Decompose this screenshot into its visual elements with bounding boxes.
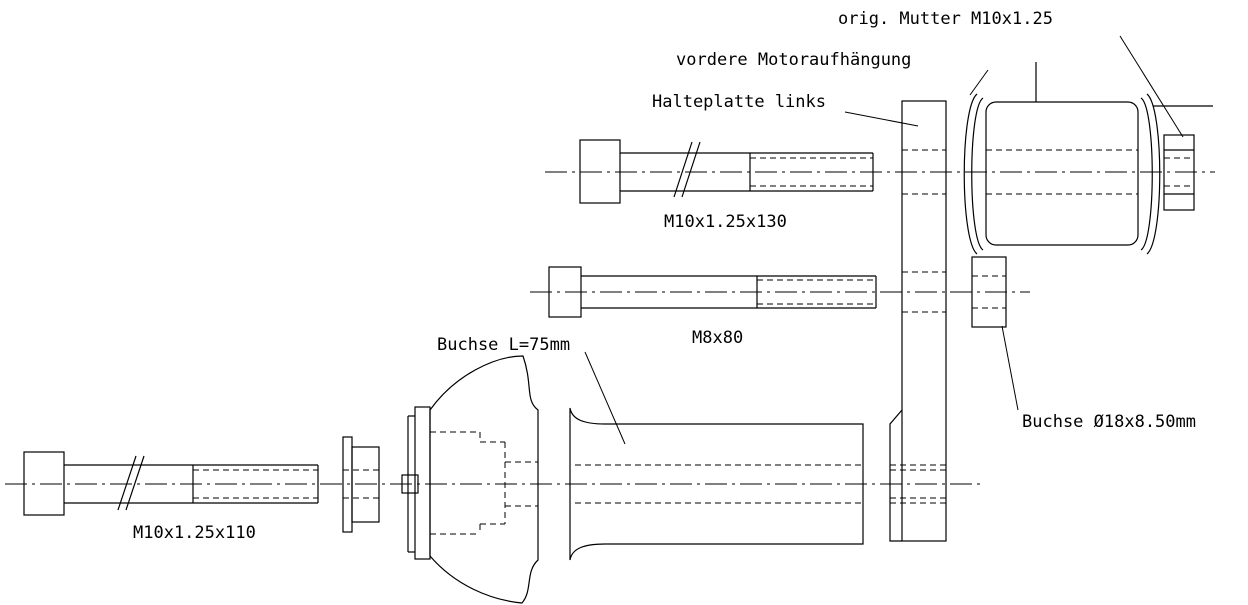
label-front-mount: vordere Motoraufhängung: [676, 50, 911, 70]
label-bushing-d18: Buchse Ø18x8.50mm: [1022, 412, 1196, 432]
original-nut: [1163, 134, 1195, 211]
bolt-m10x110: [23, 451, 319, 516]
mounting-plate-left: [889, 100, 947, 542]
label-mounting-plate: Halteplatte links: [652, 92, 826, 112]
label-bolt-m8x80: M8x80: [692, 328, 743, 348]
labels: orig. Mutter M10x1.25 vordere Motoraufhä…: [133, 9, 1196, 543]
front-engine-mount: [963, 62, 1213, 255]
flanged-bushing: [342, 436, 380, 533]
label-bolt-m10x110: M10x1.25x110: [133, 523, 256, 543]
label-nut: orig. Mutter M10x1.25: [838, 9, 1053, 29]
centerlines: [5, 171, 1215, 485]
label-bushing-75mm: Buchse L=75mm: [437, 335, 570, 355]
bolt-m10x130: [579, 139, 874, 204]
rubber-mount: [401, 355, 539, 604]
leader-lines: [584, 35, 1184, 445]
bushing-75mm: [569, 407, 864, 561]
bolt-m8x80: [548, 266, 877, 318]
label-bolt-m10x130: M10x1.25x130: [664, 212, 787, 232]
bushing-d18: [971, 256, 1007, 328]
